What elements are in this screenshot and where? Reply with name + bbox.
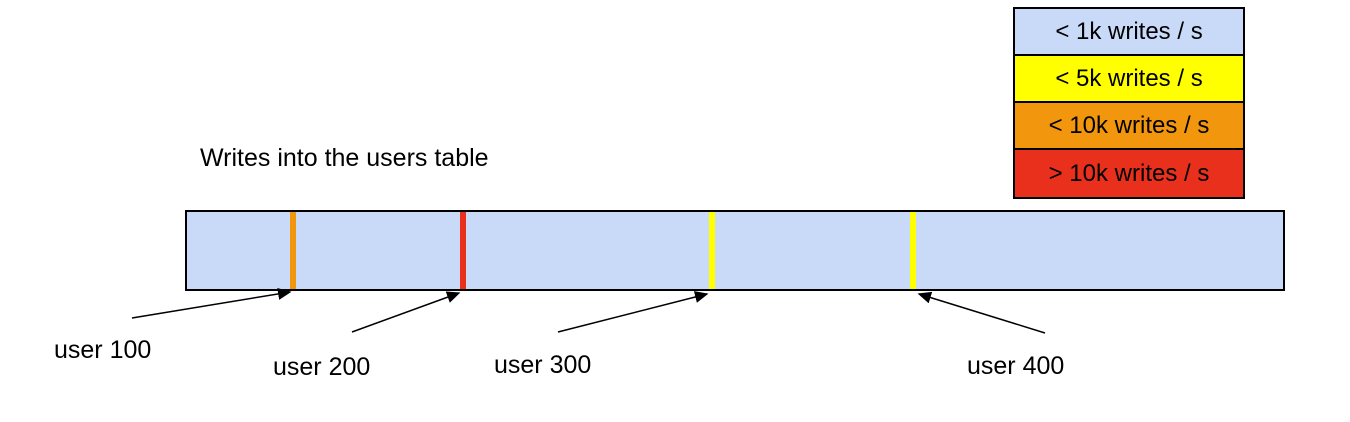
legend-label: < 10k writes / s	[1048, 111, 1210, 139]
user-write-marker-100	[290, 212, 296, 289]
diagram-title: Writes into the users table	[200, 144, 489, 172]
legend-row-gt-10k: > 10k writes / s	[1015, 150, 1243, 197]
user-write-marker-200	[460, 212, 466, 289]
legend-label: > 10k writes / s	[1048, 159, 1210, 187]
user-label-400: user 400	[967, 352, 1065, 380]
users-table-bar	[185, 210, 1285, 291]
user-label-300: user 300	[494, 351, 592, 379]
legend-row-lt-10k: < 10k writes / s	[1015, 103, 1243, 150]
user-label-200: user 200	[273, 353, 371, 381]
arrow-user-200	[351, 291, 461, 333]
legend-label: < 5k writes / s	[1055, 64, 1203, 92]
legend: < 1k writes / s < 5k writes / s < 10k wr…	[1013, 7, 1245, 199]
user-write-marker-300	[709, 212, 715, 289]
arrow-user-100	[131, 288, 292, 319]
legend-label: < 1k writes / s	[1055, 17, 1203, 45]
user-write-marker-400	[910, 212, 916, 289]
legend-row-lt-5k: < 5k writes / s	[1015, 56, 1243, 103]
arrow-user-300	[557, 291, 709, 333]
user-label-100: user 100	[54, 336, 152, 364]
legend-row-lt-1k: < 1k writes / s	[1015, 9, 1243, 56]
arrow-user-400	[917, 291, 1046, 334]
